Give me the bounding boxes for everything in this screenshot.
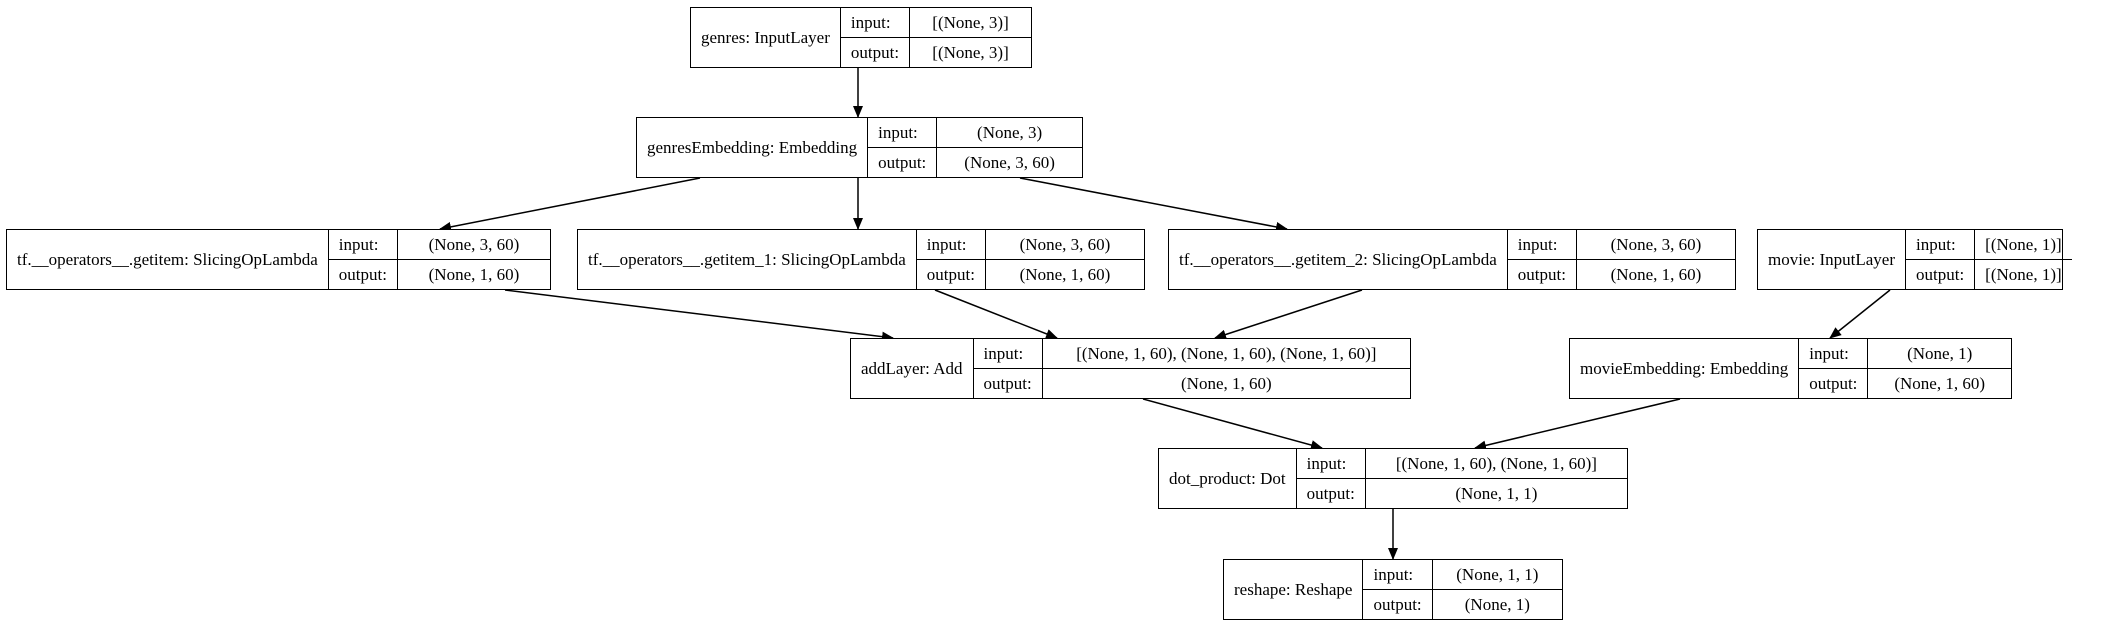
edge-addLayer-to-dot_product	[1142, 398, 1323, 450]
input-label: input:	[916, 230, 985, 260]
input-shape: (None, 3, 60)	[397, 230, 550, 260]
output-shape: (None, 1, 1)	[1455, 484, 1538, 503]
node-name: dot_product: Dot	[1159, 449, 1297, 508]
input-shape: (None, 3)	[937, 118, 1082, 148]
node-genres: genres: InputLayer input: output: [(None…	[690, 7, 1032, 68]
output-shape: (None, 1)	[1464, 595, 1530, 614]
input-label: input:	[1507, 230, 1576, 260]
output-label: output:	[1809, 374, 1858, 393]
input-shape: (None, 3, 60)	[985, 230, 1144, 260]
output-shape: (None, 1, 60)	[1019, 265, 1111, 284]
node-name: genres: InputLayer	[691, 8, 841, 67]
node-name: tf.__operators__.getitem: SlicingOpLambd…	[7, 230, 329, 289]
node-getitem-1: tf.__operators__.getitem_1: SlicingOpLam…	[577, 229, 1145, 290]
edge-movieEmbedding-to-dot_product	[1474, 398, 1681, 451]
output-shape: (None, 1, 60)	[1181, 374, 1272, 393]
output-label: output:	[850, 43, 900, 62]
edge-getitem2-to-addLayer	[1214, 289, 1363, 340]
output-label: output:	[338, 265, 387, 284]
input-label: input:	[1799, 339, 1868, 369]
node-name: movieEmbedding: Embedding	[1570, 339, 1800, 398]
output-shape: (None, 1, 60)	[1610, 265, 1702, 284]
node-dot-product: dot_product: Dot input: output: [(None, …	[1158, 448, 1628, 509]
node-name: tf.__operators__.getitem_1: SlicingOpLam…	[578, 230, 917, 289]
node-getitem-2: tf.__operators__.getitem_2: SlicingOpLam…	[1168, 229, 1736, 290]
node-getitem: tf.__operators__.getitem: SlicingOpLambd…	[6, 229, 551, 290]
node-genres-embedding: genresEmbedding: Embedding input: output…	[636, 117, 1083, 178]
node-movie-embedding: movieEmbedding: Embedding input: output:…	[1569, 338, 2012, 399]
input-shape: [(None, 1, 60), (None, 1, 60), (None, 1,…	[1042, 339, 1410, 369]
edge-movie-to-movieEmbedding	[1829, 289, 1891, 339]
output-shape: [(None, 3)]	[932, 43, 1009, 62]
node-movie: movie: InputLayer input: output: [(None,…	[1757, 229, 2072, 290]
input-label: input:	[973, 339, 1042, 369]
node-add-layer: addLayer: Add input: output: [(None, 1, …	[850, 338, 1411, 399]
output-shape: (None, 1, 60)	[428, 265, 520, 284]
output-shape: (None, 3, 60)	[964, 153, 1055, 172]
output-label: output:	[1517, 265, 1566, 284]
input-label: input:	[1363, 560, 1432, 590]
input-label: input:	[1906, 230, 1975, 260]
output-label: output:	[878, 153, 927, 172]
input-shape: (None, 1, 1)	[1432, 560, 1562, 590]
node-reshape: reshape: Reshape input: output: (None, 1…	[1223, 559, 1563, 620]
node-name: tf.__operators__.getitem_2: SlicingOpLam…	[1169, 230, 1508, 289]
input-shape: [(None, 3)]	[910, 8, 1031, 38]
output-label: output:	[1306, 484, 1355, 503]
output-label: output:	[983, 374, 1032, 393]
node-name: reshape: Reshape	[1224, 560, 1364, 619]
output-label: output:	[926, 265, 975, 284]
input-label: input:	[1296, 449, 1365, 479]
input-shape: [(None, 1, 60), (None, 1, 60)]	[1365, 449, 1627, 479]
edge-getitem1-to-addLayer	[934, 289, 1058, 339]
node-name: movie: InputLayer	[1758, 230, 1906, 289]
input-label: input:	[840, 8, 910, 38]
input-shape: (None, 3, 60)	[1576, 230, 1735, 260]
edge-genresEmbedding-to-getitem0	[439, 177, 701, 232]
output-label: output:	[1373, 595, 1422, 614]
output-label: output:	[1916, 265, 1965, 284]
output-shape: (None, 1, 60)	[1894, 374, 1986, 393]
edge-getitem0-to-addLayer	[504, 289, 894, 342]
input-label: input:	[328, 230, 397, 260]
input-shape: (None, 1)	[1868, 339, 2011, 369]
output-shape: [(None, 1)]	[1985, 265, 2062, 284]
edge-genresEmbedding-to-getitem2	[1019, 177, 1288, 232]
node-name: genresEmbedding: Embedding	[637, 118, 869, 177]
input-label: input:	[868, 118, 937, 148]
node-name: addLayer: Add	[851, 339, 974, 398]
input-shape: [(None, 1)]	[1975, 230, 2072, 260]
